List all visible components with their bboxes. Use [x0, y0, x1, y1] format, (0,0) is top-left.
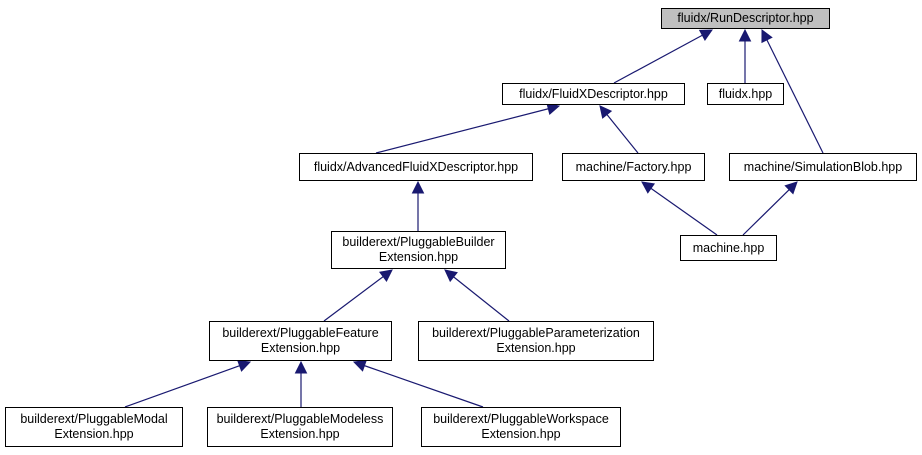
node-label-line: builderext/PluggableModeless: [216, 412, 384, 426]
edge-fluidx-descriptor-to-run-descriptor: [613, 29, 713, 84]
node-label-line: fluidx/FluidXDescriptor.hpp: [519, 86, 668, 101]
edge-arrowhead: [546, 102, 561, 115]
node-label-line: builderext/PluggableWorkspace: [433, 412, 609, 426]
edge-line: [323, 276, 384, 322]
edge-arrowhead: [784, 181, 798, 195]
node-label-line: builderext/PluggableModal: [20, 412, 168, 426]
edge-arrowhead: [738, 28, 752, 42]
edge-machine-hpp-to-simulation-blob: [742, 181, 798, 236]
node-fluidx-descriptor[interactable]: fluidx/FluidXDescriptor.hpp: [502, 83, 685, 105]
edge-line: [613, 34, 703, 84]
node-label-line: Extension.hpp: [378, 250, 459, 264]
node-label-line: fluidx.hpp: [718, 86, 773, 101]
edge-param-ext-to-builder-ext: [444, 269, 510, 322]
edge-line: [606, 114, 639, 154]
node-label-line: Extension.hpp: [260, 427, 340, 441]
edge-line: [766, 39, 824, 154]
edge-fluidx-hpp-to-run-descriptor: [738, 28, 752, 83]
edge-arrowhead: [444, 269, 458, 283]
node-factory[interactable]: machine/Factory.hpp: [562, 153, 705, 181]
edge-line: [375, 108, 549, 154]
edge-arrowhead: [641, 181, 656, 194]
edge-factory-to-fluidx-descriptor: [599, 105, 639, 154]
edge-modal-ext-to-feature-ext: [124, 359, 252, 408]
node-label-line: fluidx/RunDescriptor.hpp: [677, 11, 814, 25]
edge-line: [650, 187, 718, 236]
edge-arrowhead: [599, 105, 613, 119]
node-label-line: Extension.hpp: [481, 427, 561, 441]
node-advanced-descriptor[interactable]: fluidx/AdvancedFluidXDescriptor.hpp: [299, 153, 533, 181]
node-label-line: Extension.hpp: [496, 341, 576, 355]
edge-line: [742, 189, 790, 236]
edge-line: [124, 365, 240, 408]
edge-line: [453, 276, 510, 322]
edge-feature-ext-to-builder-ext: [323, 269, 393, 322]
edge-arrowhead: [411, 180, 425, 194]
node-machine-hpp[interactable]: machine.hpp: [680, 235, 777, 261]
edge-workspace-ext-to-feature-ext: [352, 359, 484, 408]
node-label-line: fluidx/AdvancedFluidXDescriptor.hpp: [313, 159, 519, 174]
edge-modeless-ext-to-feature-ext: [294, 360, 308, 407]
edge-arrowhead: [294, 360, 308, 374]
node-label-line: Extension.hpp: [260, 341, 341, 355]
node-fluidx-hpp[interactable]: fluidx.hpp: [707, 83, 784, 105]
node-label-line: machine/SimulationBlob.hpp: [743, 159, 903, 174]
edge-advanced-descriptor-to-fluidx-descriptor: [375, 102, 561, 154]
node-label-line: Extension.hpp: [54, 427, 134, 441]
node-label-line: builderext/PluggableParameterization: [432, 326, 640, 340]
node-label-line: builderext/PluggableBuilder: [342, 235, 495, 249]
edge-machine-hpp-to-factory: [641, 181, 718, 236]
node-simulation-blob[interactable]: machine/SimulationBlob.hpp: [729, 153, 917, 181]
edge-arrowhead: [352, 359, 367, 372]
edge-arrowhead: [698, 29, 713, 42]
edge-arrowhead: [761, 28, 773, 44]
edge-arrowhead: [237, 359, 252, 372]
edge-simulation-blob-to-run-descriptor: [761, 28, 824, 154]
edge-builder-ext-to-advanced-descriptor: [411, 180, 425, 231]
node-label-line: machine/Factory.hpp: [575, 159, 692, 174]
edge-line: [364, 365, 484, 408]
node-label-line: machine.hpp: [692, 240, 765, 255]
edge-arrowhead: [379, 269, 393, 282]
node-run-descriptor[interactable]: fluidx/RunDescriptor.hpp: [661, 8, 830, 29]
node-label-line: builderext/PluggableFeature: [222, 326, 379, 340]
